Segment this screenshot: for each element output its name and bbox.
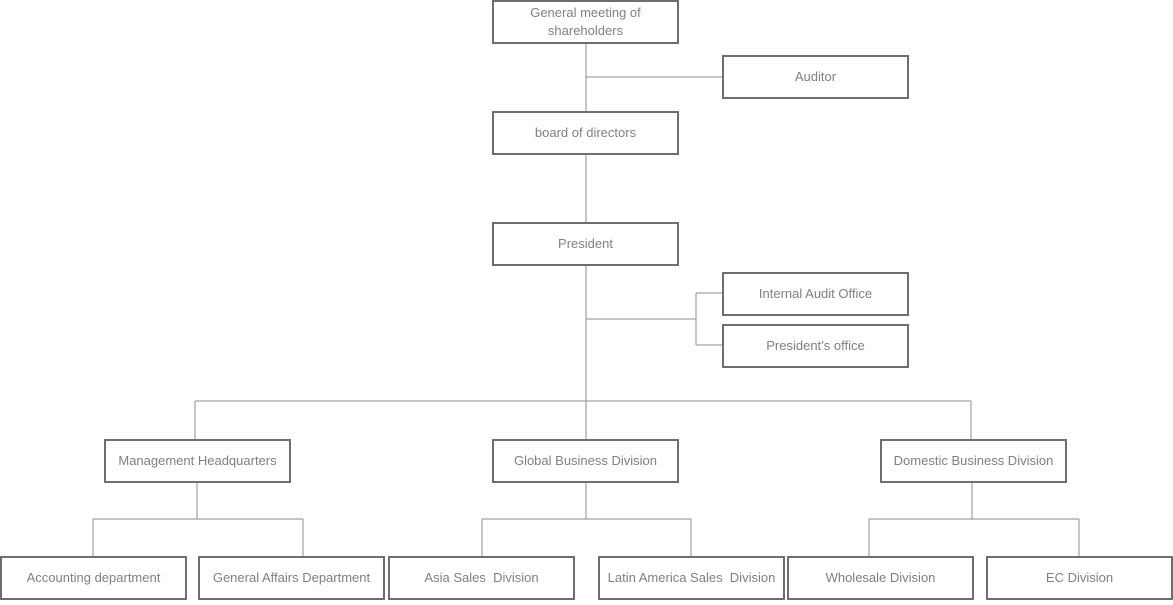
node-ec-division: EC Division [986, 556, 1173, 600]
node-board-label: board of directors [534, 125, 637, 140]
node-president-label: President [558, 236, 613, 251]
node-global-business-division: Global Business Division [492, 439, 679, 483]
node-management-hq-label: Management Headquarters [118, 453, 277, 468]
node-domestic-business-division: Domestic Business Division [880, 439, 1067, 483]
node-latin-america-sales-division: Latin America Sales Division [598, 556, 785, 600]
node-domestic-business-label: Domestic Business Division [893, 453, 1054, 468]
node-president: President [492, 222, 679, 266]
node-board-of-directors: board of directors [492, 111, 679, 155]
node-accounting-label: Accounting department [26, 570, 161, 585]
node-ec-label: EC Division [1045, 570, 1114, 585]
node-latam-sales-label: Latin America Sales Division [607, 570, 776, 585]
node-asia-sales-division: Asia Sales Division [388, 556, 575, 600]
node-management-headquarters: Management Headquarters [104, 439, 291, 483]
node-auditor: Auditor [722, 55, 909, 99]
node-internal-audit-office: Internal Audit Office [722, 272, 909, 316]
node-asia-sales-label: Asia Sales Division [424, 570, 539, 585]
node-global-business-label: Global Business Division [513, 453, 658, 468]
node-general-affairs-department: General Affairs Department [198, 556, 385, 600]
node-general-affairs-label: General Affairs Department [212, 570, 371, 585]
node-presidents-office-label: President’s office [766, 338, 865, 353]
node-general-meeting-label: General meeting of shareholders [530, 5, 641, 38]
node-wholesale-label: Wholesale Division [825, 570, 936, 585]
node-general-meeting: General meeting of shareholders [492, 0, 679, 44]
node-internal-audit-label: Internal Audit Office [758, 286, 873, 301]
node-presidents-office: President’s office [722, 324, 909, 368]
node-wholesale-division: Wholesale Division [787, 556, 974, 600]
node-auditor-label: Auditor [794, 69, 837, 84]
node-accounting-department: Accounting department [0, 556, 187, 600]
